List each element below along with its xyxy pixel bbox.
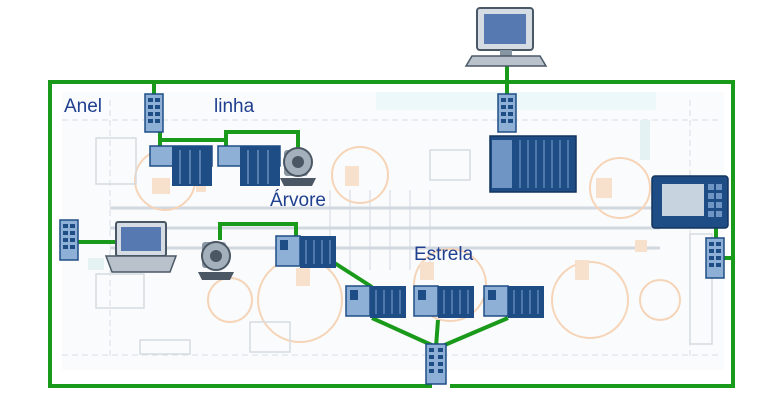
- laptop-icon: [104, 221, 178, 273]
- plc-cabinet-icon: [489, 135, 577, 193]
- hmi-panel-icon: [651, 175, 729, 229]
- ring-label: Anel: [64, 96, 103, 117]
- motor-icon: [198, 241, 234, 280]
- plc-rack-icon: [149, 145, 281, 186]
- ring-link-bottom: [450, 258, 735, 388]
- network-switch-icon: [705, 237, 725, 279]
- star-link-4: [439, 316, 509, 349]
- io-module-icon: [345, 285, 406, 318]
- star-link-2: [371, 316, 437, 349]
- motor-icon: [280, 147, 316, 186]
- tree-link: [218, 222, 298, 240]
- network-switch-icon: [59, 219, 79, 261]
- line-label: linha: [214, 96, 255, 117]
- tree-label: Árvore: [270, 190, 326, 211]
- pc-monitor-icon: [464, 7, 548, 67]
- star-label: Estrela: [414, 244, 474, 265]
- star-link-1: [331, 260, 374, 289]
- io-module-icon: [413, 285, 474, 318]
- io-module-icon: [275, 235, 336, 268]
- network-switch-icon: [144, 93, 164, 133]
- network-switch-icon: [497, 93, 517, 133]
- io-module-icon: [483, 285, 544, 318]
- network-switch-icon: [425, 343, 447, 385]
- star-link-3: [434, 319, 440, 348]
